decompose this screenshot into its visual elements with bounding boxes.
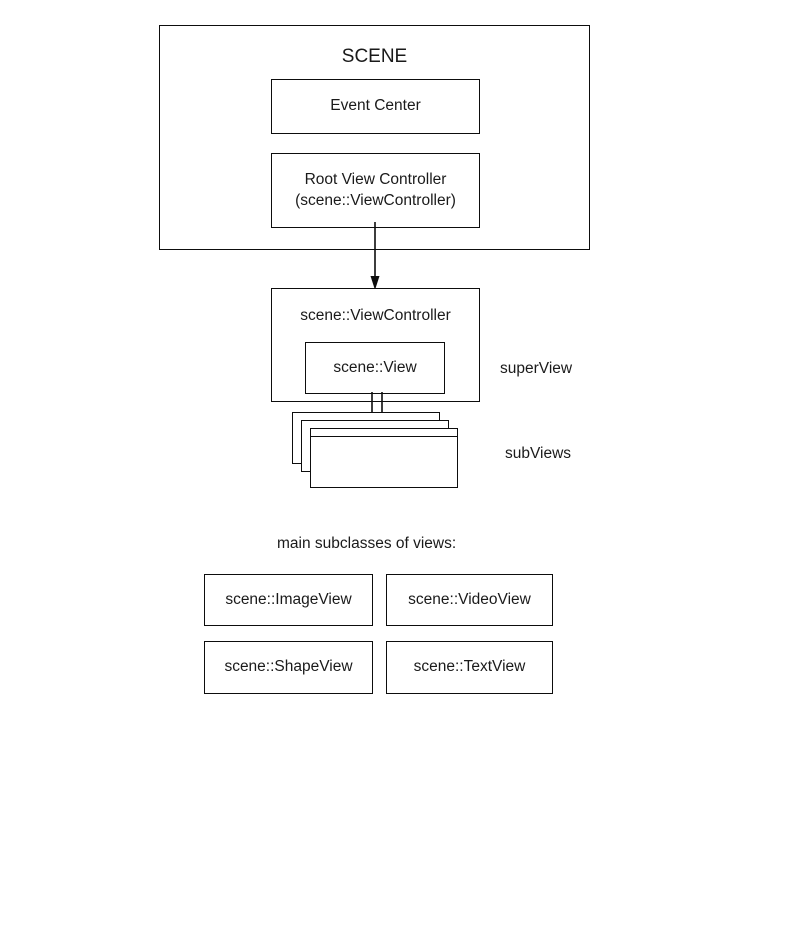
subclasses-caption: main subclasses of views: [277,535,457,552]
event-center-box: Event Center [271,79,480,134]
scene-title: SCENE [341,46,408,67]
subclass-box-videoview: scene::VideoView [386,574,553,626]
subclass-box-shapeview: scene::ShapeView [204,641,373,694]
view-box: scene::View [305,342,445,394]
superview-label: superView [500,360,573,377]
subclass-box-imageview: scene::ImageView [204,574,373,626]
subviews-label: subViews [505,445,572,462]
scene-to-view-controller-arrow [370,222,380,290]
root-view-controller-box: Root View Controller (scene::ViewControl… [271,153,480,228]
subclass-box-textview: scene::TextView [386,641,553,694]
view-controller-label: scene::ViewController [300,307,451,324]
subview-card-front [310,436,458,488]
